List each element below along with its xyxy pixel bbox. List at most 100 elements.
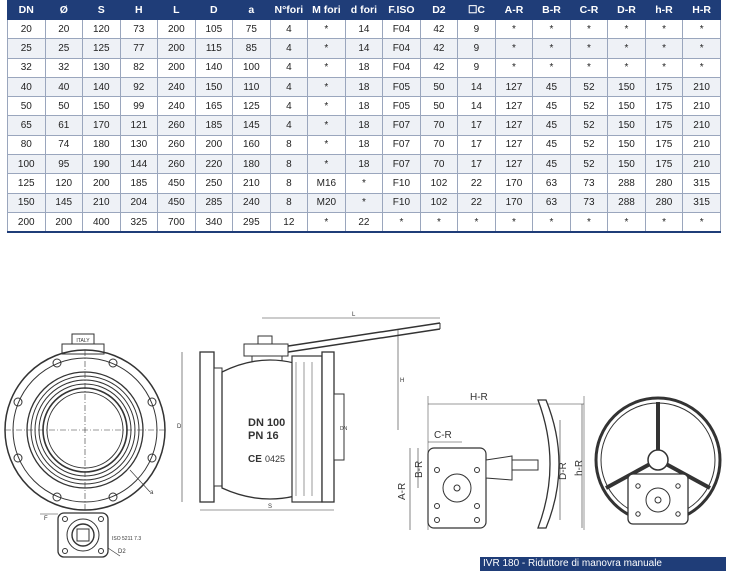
table-cell: 260 <box>157 134 196 156</box>
table-cell: 210 <box>82 192 121 213</box>
table-cell: 170 <box>494 173 534 194</box>
table-cell: 82 <box>119 57 159 78</box>
table-cell: 210 <box>682 134 721 156</box>
table-cell: 4 <box>269 96 309 117</box>
table-cell: * <box>682 57 721 78</box>
table-cell: * <box>382 211 421 234</box>
dim-label-dn: DN <box>340 426 348 432</box>
table-cell: * <box>532 18 571 40</box>
table-cell: 9 <box>457 57 496 78</box>
table-cell: 150 <box>607 115 646 136</box>
dim-label-f: F <box>44 516 48 522</box>
table-cell: 8 <box>269 173 309 194</box>
table-cell: 130 <box>82 57 121 78</box>
table-cell: 61 <box>44 115 84 136</box>
table-cell: 42 <box>419 57 459 78</box>
table-header-cell: M fori <box>307 0 346 20</box>
table-cell: 18 <box>344 154 384 175</box>
table-cell: 4 <box>269 18 309 40</box>
table-cell: * <box>494 211 534 234</box>
dim-label-ar: A-R <box>397 483 408 500</box>
table-cell: 70 <box>419 154 459 175</box>
dim-label-cr: C-R <box>434 430 452 441</box>
table-cell: 150 <box>194 76 234 98</box>
table-cell: 17 <box>457 115 496 136</box>
table-header-cell: H <box>119 0 159 20</box>
table-cell: 185 <box>194 115 234 136</box>
table-cell: 8 <box>269 154 309 175</box>
flange-front-view: ITALY a <box>4 333 166 511</box>
table-cell: * <box>457 211 496 234</box>
table-cell: 105 <box>194 18 234 40</box>
dim-label-br: B-R <box>414 461 425 478</box>
table-cell: 127 <box>494 154 534 175</box>
table-cell: 14 <box>344 38 384 59</box>
table-cell: 127 <box>494 134 534 156</box>
table-cell: 240 <box>232 192 271 213</box>
table-header-cell: F.ISO <box>382 0 421 20</box>
table-cell: 42 <box>419 38 459 59</box>
table-cell: 120 <box>44 173 84 194</box>
table-cell: 240 <box>157 76 196 98</box>
table-cell: 50 <box>419 96 459 117</box>
table-cell: 325 <box>119 211 159 234</box>
table-cell: 4 <box>269 115 309 136</box>
table-header-cell: DN <box>7 0 46 20</box>
table-cell: 240 <box>157 96 196 117</box>
table-cell: 52 <box>569 76 609 98</box>
table-header-cell: L <box>157 0 196 20</box>
table-cell: 4 <box>269 38 309 59</box>
dim-label-hr2: h-R <box>574 460 585 476</box>
table-cell: F04 <box>382 18 421 40</box>
table-cell: 120 <box>82 18 121 40</box>
table-cell: * <box>307 211 346 234</box>
table-cell: 140 <box>194 57 234 78</box>
table-cell: 150 <box>7 192 46 213</box>
table-cell: 8 <box>269 192 309 213</box>
pn-label: PN 16 <box>248 430 279 442</box>
dim-label-d2: D2 <box>118 549 126 555</box>
table-cell: 315 <box>682 173 721 194</box>
dim-label-l: L <box>352 312 356 318</box>
dim-label-d: D <box>177 424 182 430</box>
table-cell: 92 <box>119 76 159 98</box>
table-cell: 4 <box>269 76 309 98</box>
table-header-cell: Ø <box>44 0 84 20</box>
table-cell: 100 <box>232 57 271 78</box>
table-cell: 95 <box>44 154 84 175</box>
table-cell: * <box>419 211 459 234</box>
table-cell: * <box>644 57 684 78</box>
iso-label: ISO 5211 7.3 <box>112 536 141 542</box>
table-cell: 45 <box>532 96 571 117</box>
table-cell: * <box>644 38 684 59</box>
table-cell: 150 <box>607 96 646 117</box>
table-cell: 17 <box>457 154 496 175</box>
table-cell: 288 <box>607 192 646 213</box>
dim-label-hr: H-R <box>470 392 488 403</box>
table-cell: 14 <box>457 96 496 117</box>
table-cell: 160 <box>232 134 271 156</box>
table-cell: 125 <box>82 38 121 59</box>
table-cell: 175 <box>644 154 684 175</box>
table-cell: * <box>682 38 721 59</box>
table-cell: F10 <box>382 192 421 213</box>
table-cell: F05 <box>382 96 421 117</box>
table-cell: 125 <box>7 173 46 194</box>
table-cell: * <box>307 76 346 98</box>
table-cell: * <box>532 57 571 78</box>
table-cell: 12 <box>269 211 309 234</box>
table-cell: 450 <box>157 173 196 194</box>
table-cell: M16 <box>307 173 346 194</box>
dn-label: DN 100 <box>248 417 285 429</box>
italy-label: ITALY <box>76 338 90 344</box>
table-cell: 22 <box>344 211 384 234</box>
